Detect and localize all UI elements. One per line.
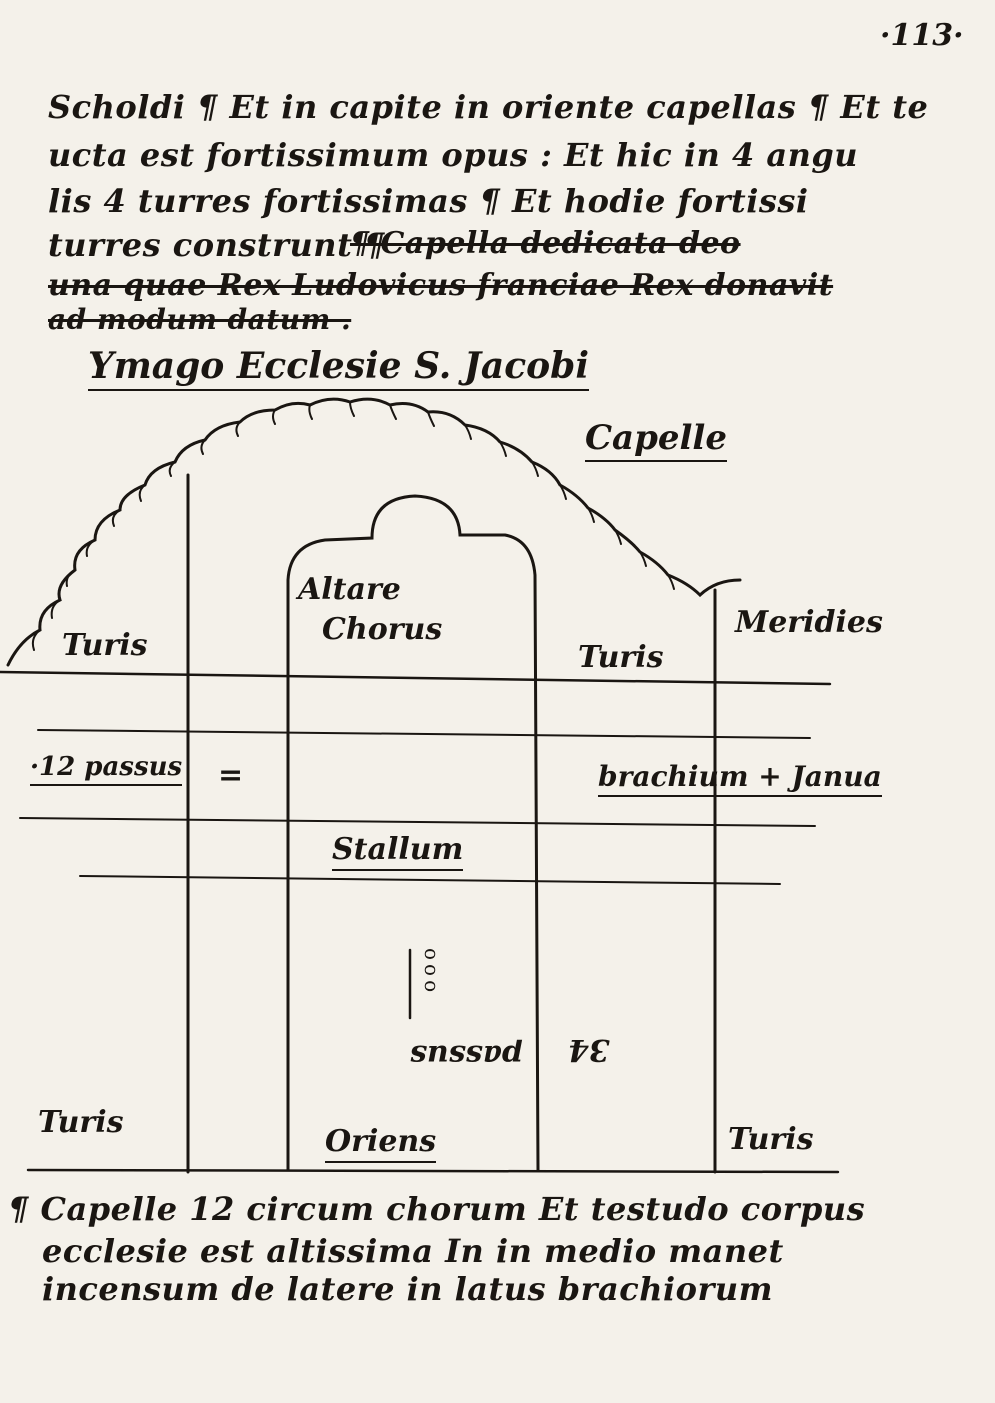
label-meridies: Meridies bbox=[735, 605, 883, 640]
label-stallum: Stallum bbox=[332, 832, 463, 871]
label-passus: ·12 passus bbox=[30, 752, 182, 786]
label-oriens: Oriens bbox=[325, 1124, 436, 1163]
bottom-text-line-2: ecclesie est altissima In in medio manet bbox=[42, 1232, 784, 1270]
rule-3 bbox=[20, 818, 815, 826]
label-inverted-number: 34 bbox=[568, 1032, 610, 1067]
label-brachium-janua: brachium + Janua bbox=[598, 760, 882, 797]
rule-2 bbox=[38, 730, 810, 738]
label-ooo: ooo bbox=[420, 948, 444, 996]
label-turris-top-left: Turis bbox=[62, 628, 147, 663]
label-altare: Altare bbox=[298, 572, 401, 607]
label-turris-bottom-left: Turis bbox=[38, 1105, 123, 1140]
bottom-text-line-1: ¶ Capelle 12 circum chorum Et testudo co… bbox=[8, 1190, 865, 1228]
label-chorus: Chorus bbox=[322, 612, 442, 647]
rule-4 bbox=[80, 876, 780, 884]
label-capelle: Capelle bbox=[585, 418, 727, 462]
rule-top bbox=[0, 672, 830, 684]
label-turris-bottom-right: Turis bbox=[728, 1122, 813, 1157]
label-turris-top-right: Turis bbox=[578, 640, 663, 675]
label-passus-inverted: passus bbox=[410, 1038, 523, 1073]
bottom-text-line-3: incensum de latere in latus brachiorum bbox=[42, 1270, 773, 1308]
label-equals: = bbox=[218, 758, 243, 793]
